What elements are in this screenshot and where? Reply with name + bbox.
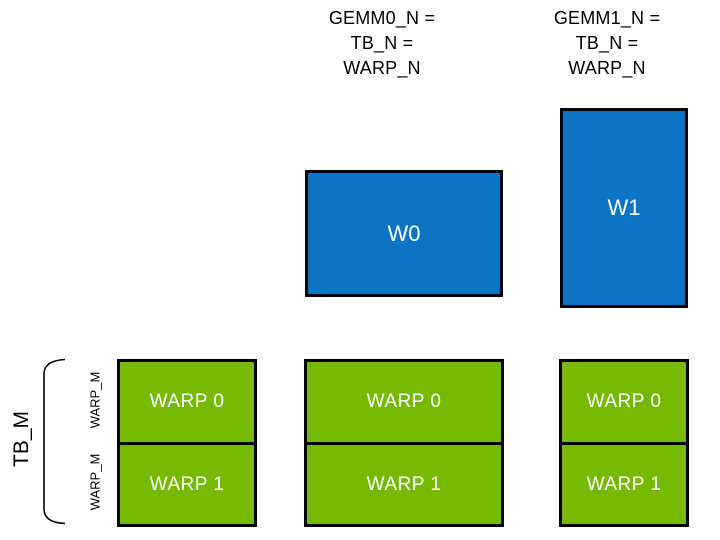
thread-block-group-2: WARP 0 WARP 1: [304, 359, 504, 527]
warp-cell: WARP 1: [117, 442, 257, 527]
thread-block-group-1: WARP 0 WARP 1: [117, 359, 257, 527]
w1-label: W1: [607, 195, 641, 220]
gemm0-n-header-label: GEMM0_N = TB_N = WARP_N: [328, 8, 436, 78]
tb-m-bracket: [43, 358, 66, 525]
warp-m-bottom-label: WARP_M: [87, 453, 103, 511]
warp-cell: WARP 0: [559, 359, 689, 445]
warp-cell: WARP 0: [304, 359, 504, 445]
warp-m-top-label: WARP_M: [87, 371, 103, 429]
warp-cell: WARP 1: [559, 442, 689, 527]
gemm1-n-header-label: GEMM1_N = TB_N = WARP_N: [553, 8, 661, 78]
thread-block-group-3: WARP 0 WARP 1: [559, 359, 689, 527]
tb-m-label: TB_M: [10, 410, 33, 468]
warp-cell: WARP 1: [304, 442, 504, 527]
w0-label: W0: [387, 220, 421, 246]
gemm0-warp-tile-w0: W0: [305, 170, 503, 297]
gemm1-warp-tile-w1: W1: [560, 108, 688, 308]
warp-cell: WARP 0: [117, 359, 257, 445]
